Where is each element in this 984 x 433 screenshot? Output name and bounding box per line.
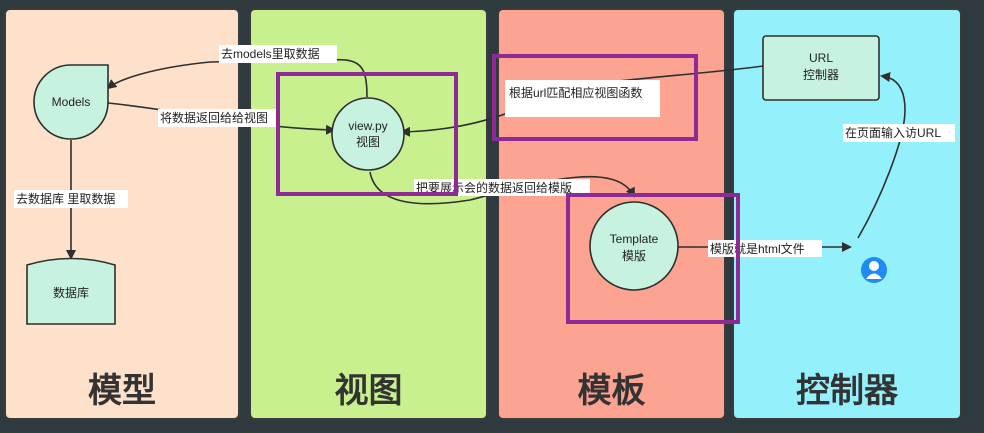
node-template [589,201,679,291]
edge-label-models-fetch: 去models里取数据 [221,46,320,61]
edge-label-user-input: 在页面输入访URL [845,125,941,140]
panel-title-model: 模型 [88,372,156,410]
edge-label-url-match: 根据url匹配相应视图函数 [509,85,642,100]
node-database [26,257,116,325]
node-template-label-2: 模版 [622,249,646,263]
edge-label-bg-user-input [843,124,955,142]
panel-title-view: 视图 [334,372,403,410]
node-view-label-1: view.py [348,119,387,133]
node-view-label-2: 视图 [356,134,380,149]
edge-user-to-url [857,72,906,239]
edge-label-bg-return [158,109,278,127]
edge-label-return-to-view: 将数据返回给给视图 [160,110,268,125]
edge-label-db-fetch: 去数据库 里取数据 [16,191,115,206]
edge-label-bg-url-match [505,80,660,117]
highlight-url-match [492,54,698,141]
node-database-label: 数据库 [53,285,89,300]
edge-view-to-models [106,58,368,98]
panel-title-template: 模板 [577,372,646,410]
panel-title-controller: 控制器 [796,372,898,410]
highlight-view [276,72,458,196]
node-view [331,97,405,171]
user-icon [861,257,887,283]
node-url-controller [762,35,880,101]
edge-label-template-html: 模版就是html文件 [710,241,805,256]
highlight-template [566,193,740,324]
edge-label-bg-models-fetch [219,45,337,63]
node-models-label: Models [52,95,91,109]
panel-view: 视图 [249,8,488,420]
node-url-label-2: 控制器 [803,68,839,82]
edge-label-bg-db-fetch [14,190,128,208]
node-url-label-1: URL [809,51,833,65]
node-models [33,64,109,140]
node-template-label-1: Template [610,232,659,246]
